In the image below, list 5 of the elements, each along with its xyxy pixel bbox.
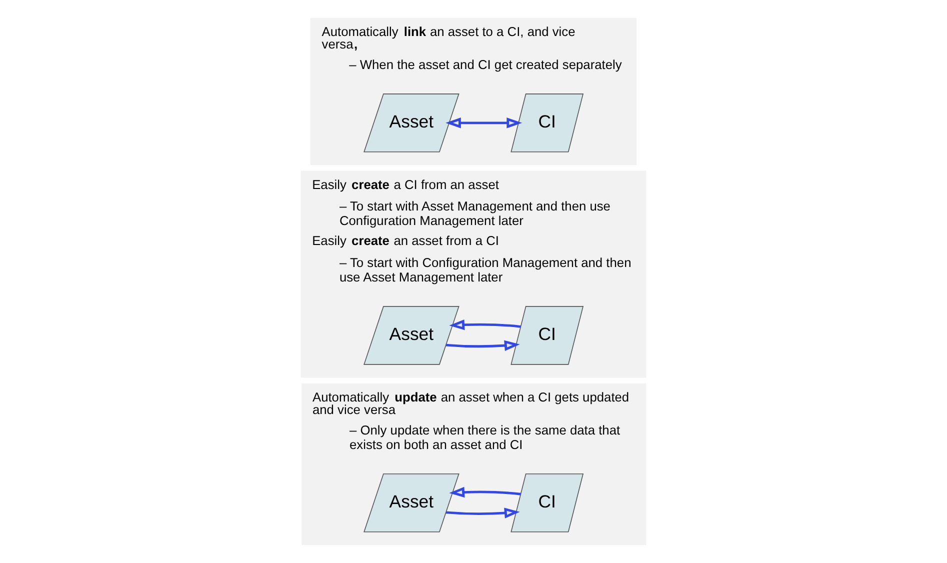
arrow xyxy=(446,118,522,128)
arrow xyxy=(446,340,520,351)
arrow xyxy=(449,486,521,498)
arrow xyxy=(449,319,521,330)
arrow xyxy=(446,508,520,518)
